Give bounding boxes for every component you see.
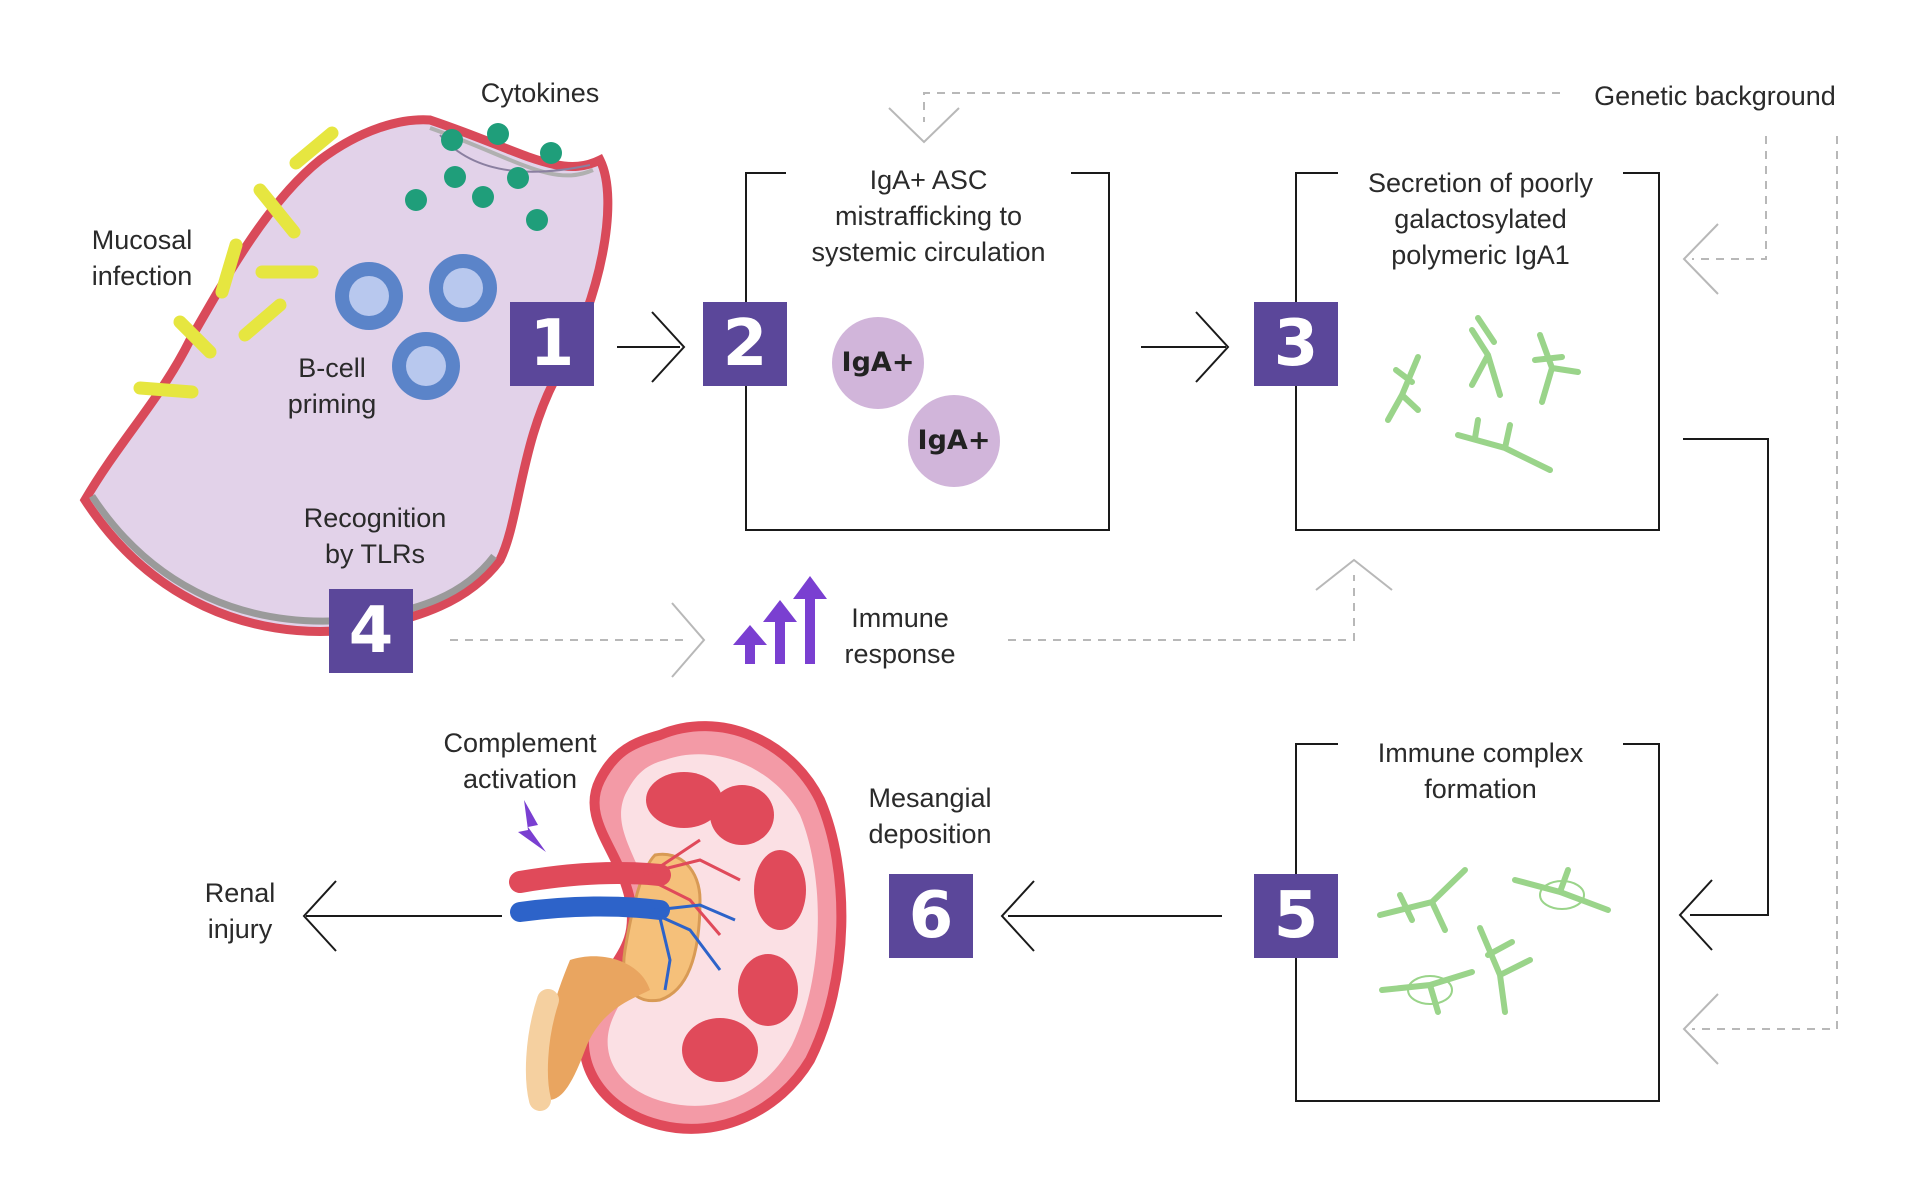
mucosal-infection-line1: Mucosal: [91, 225, 193, 255]
iga-circle-2: IgA+: [908, 395, 1000, 487]
cytokines-label: Cytokines: [480, 78, 600, 108]
immune-response-line2: response: [844, 639, 956, 669]
immune-response-line1: Immune: [851, 603, 949, 633]
box2-text: IgA+ ASC mistrafficking to systemic circ…: [786, 162, 1071, 270]
mesangial-label: Mesangial deposition: [850, 780, 1010, 852]
genetic-background-label: Genetic background: [1594, 81, 1836, 111]
mucosal-infection-label: Mucosal infection: [62, 222, 222, 294]
complement-line1: Complement: [443, 728, 597, 758]
bacteria-group: [133, 126, 339, 399]
rising-arrows-icon: [733, 576, 827, 664]
box2-line2: mistrafficking to: [834, 201, 1023, 231]
mesangial-line1: Mesangial: [868, 783, 992, 813]
bcell-priming-line2: priming: [287, 389, 377, 419]
b-cells: [335, 254, 497, 400]
renal-injury-line2: injury: [207, 914, 273, 944]
flow-arrows: [302, 311, 1769, 952]
box5-line1: Immune complex: [1377, 738, 1584, 768]
antibody-group-5: [1377, 867, 1611, 1015]
recognition-label: Recognition by TLRs: [290, 500, 460, 572]
renal-injury-label: Renal injury: [190, 875, 290, 947]
step-5: 5: [1254, 874, 1338, 958]
recognition-line1: Recognition: [303, 503, 447, 533]
mucosal-infection-line2: infection: [91, 261, 193, 291]
box5-line2: formation: [1424, 774, 1537, 804]
step-4: 4: [329, 589, 413, 673]
box2-line1: IgA+ ASC: [869, 165, 988, 195]
recognition-line2: by TLRs: [324, 539, 426, 569]
step-2: 2: [703, 302, 787, 386]
box2-line3: systemic circulation: [811, 237, 1046, 267]
box3-line3: polymeric IgA1: [1391, 240, 1570, 270]
bcell-priming-line1: B-cell: [298, 353, 366, 383]
cytokine-dots: [405, 123, 562, 231]
box3-text: Secretion of poorly galactosylated polym…: [1338, 165, 1623, 273]
antibody-group-3: [1385, 315, 1581, 473]
step-1: 1: [510, 302, 594, 386]
box3-line2: galactosylated: [1394, 204, 1567, 234]
complement-label: Complement activation: [430, 725, 610, 797]
step-3: 3: [1254, 302, 1338, 386]
lightning-icon: [518, 800, 546, 852]
boxes: [745, 172, 1660, 1102]
kidney: [509, 721, 847, 1134]
complement-line2: activation: [462, 764, 578, 794]
renal-injury-line1: Renal: [204, 878, 276, 908]
box5-text: Immune complex formation: [1338, 735, 1623, 807]
step-6: 6: [889, 874, 973, 958]
dashed-arrows: [450, 92, 1838, 1065]
box3-line1: Secretion of poorly: [1367, 168, 1594, 198]
immune-response-label: Immune response: [830, 600, 970, 672]
mesangial-line2: deposition: [868, 819, 992, 849]
iga-circle-1: IgA+: [832, 317, 924, 409]
bcell-priming-label: B-cell priming: [262, 350, 402, 422]
